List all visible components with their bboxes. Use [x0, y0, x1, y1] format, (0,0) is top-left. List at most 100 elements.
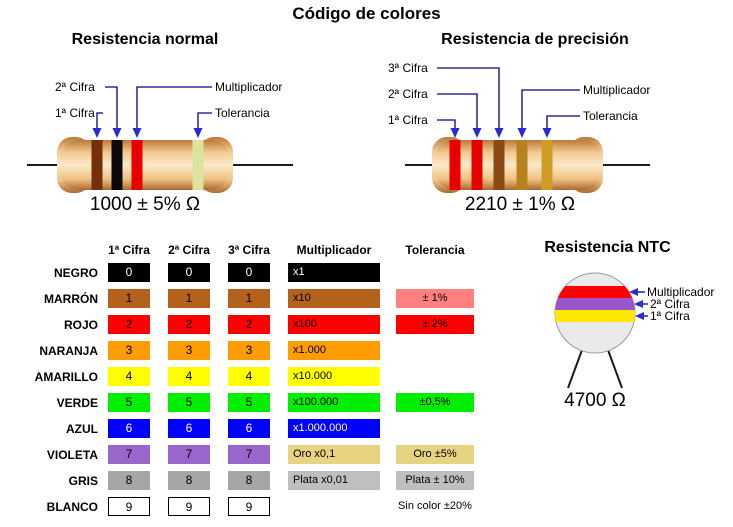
precision-heading: Resistencia de precisión	[441, 31, 629, 48]
tolerance-cell: ± 2%	[396, 315, 474, 334]
resistor-value: 4700 Ω	[564, 390, 626, 411]
tolerance-cell: Plata ± 10%	[396, 471, 474, 490]
tolerance-cell	[396, 263, 474, 282]
header-tolerance: Tolerancia	[405, 243, 465, 257]
multiplier-cell: x100	[288, 315, 380, 334]
first-digit-label: 1ª Cifra	[650, 309, 690, 323]
row-label: ROJO	[63, 317, 98, 332]
header-third-digit: 3ª Cifra	[228, 243, 270, 257]
digit-cell: 0	[108, 263, 150, 282]
band-first-digit	[91, 140, 103, 190]
pointer-line	[437, 67, 500, 129]
tolerance-cell: Sin color ±20%	[396, 497, 474, 516]
tolerance-cell	[396, 367, 474, 386]
multiplier-cell: x1.000.000	[288, 419, 380, 438]
first-digit-label: 1ª Cifra	[55, 106, 95, 120]
band-multiplier	[516, 140, 528, 190]
digit-cell: 4	[168, 367, 210, 386]
digit-cell: 9	[228, 497, 270, 516]
digit-cell: 4	[108, 367, 150, 386]
row-label: AMARILLO	[34, 369, 98, 384]
band-first-digit	[555, 310, 635, 322]
multiplier-label: Multiplicador	[647, 285, 714, 299]
third-digit-label: 3ª Cifra	[388, 61, 428, 75]
digit-cell: 5	[108, 393, 150, 412]
arrow-down-icon	[494, 128, 504, 138]
multiplier-cell: x10.000	[288, 367, 380, 386]
header-multiplier: Multiplicador	[296, 243, 372, 257]
tolerance-cell	[396, 341, 474, 360]
digit-cell: 7	[108, 445, 150, 464]
band-tolerance	[541, 140, 553, 190]
digit-cell: 6	[228, 419, 270, 438]
digit-cell: 6	[108, 419, 150, 438]
second-digit-label: 2ª Cifra	[650, 297, 690, 311]
header-first-digit: 1ª Cifra	[108, 243, 150, 257]
arrow-down-icon	[517, 128, 527, 138]
arrow-down-icon	[132, 128, 142, 138]
digit-cell: 8	[228, 471, 270, 490]
normal-resistor-diagram: 2ª Cifra 1ª Cifra Multiplicador Toleranc…	[27, 80, 293, 215]
color-code-table: 1ª Cifra 2ª Cifra 3ª Cifra Multiplicador…	[6, 243, 474, 523]
row-label: MARRÓN	[44, 291, 98, 306]
digit-cell: 3	[168, 341, 210, 360]
pointer-line	[197, 112, 212, 129]
multiplier-cell: x100.000	[288, 393, 380, 412]
header-second-digit: 2ª Cifra	[168, 243, 210, 257]
pointer-line	[521, 89, 580, 129]
lead-wire	[567, 349, 583, 389]
pointer-line	[437, 93, 478, 129]
multiplier-cell	[288, 497, 380, 516]
row-label: VIOLETA	[46, 447, 98, 462]
band-multiplier	[555, 286, 635, 298]
digit-cell: 9	[108, 497, 150, 516]
band-multiplier	[131, 140, 143, 190]
resistor-value: 1000 ± 5% Ω	[90, 194, 200, 215]
ntc-resistor-diagram: Multiplicador 2ª Cifra 1ª Cifra 4700 Ω	[554, 272, 714, 411]
digit-cell: 1	[228, 289, 270, 308]
digit-cell: 2	[228, 315, 270, 334]
multiplier-cell: Plata x0,01	[288, 471, 380, 490]
multiplier-cell: x1.000	[288, 341, 380, 360]
arrow-down-icon	[193, 128, 203, 138]
digit-cell: 6	[168, 419, 210, 438]
multiplier-label: Multiplicador	[583, 83, 650, 97]
arrow-down-icon	[450, 128, 460, 138]
digit-cell: 1	[108, 289, 150, 308]
row-label: NARANJA	[39, 343, 98, 358]
band-second-digit	[111, 140, 123, 190]
multiplier-cell: x1	[288, 263, 380, 282]
ntc-heading: Resistencia NTC	[544, 239, 671, 256]
second-digit-label: 2ª Cifra	[388, 87, 428, 101]
row-label: BLANCO	[46, 499, 98, 514]
digit-cell: 0	[168, 263, 210, 282]
digit-cell: 7	[228, 445, 270, 464]
band-first-digit	[449, 140, 461, 190]
band-tolerance	[192, 140, 204, 190]
precision-resistor-diagram: 3ª Cifra 2ª Cifra 1ª Cifra Multiplicador…	[388, 61, 650, 215]
band-second-digit	[555, 298, 635, 310]
arrow-left-icon	[635, 312, 644, 320]
pointer-line	[437, 119, 456, 129]
arrow-down-icon	[472, 128, 482, 138]
tolerance-label: Tolerancia	[215, 106, 270, 120]
page-title: Código de colores	[292, 4, 441, 23]
normal-heading: Resistencia normal	[71, 31, 219, 48]
band-third-digit	[493, 140, 505, 190]
table-header: 1ª Cifra 2ª Cifra 3ª Cifra Multiplicador…	[6, 243, 474, 257]
arrow-down-icon	[542, 128, 552, 138]
pointer-line	[96, 112, 103, 129]
digit-cell: 3	[228, 341, 270, 360]
arrow-down-icon	[92, 128, 102, 138]
tolerance-cell: Oro ±5%	[396, 445, 474, 464]
lead-wire	[607, 349, 623, 389]
digit-cell: 7	[168, 445, 210, 464]
pointer-line	[136, 86, 212, 129]
